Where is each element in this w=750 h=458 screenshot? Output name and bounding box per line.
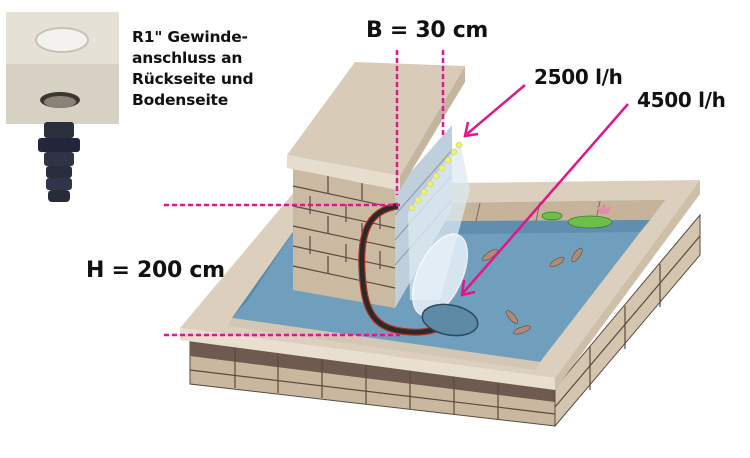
koi-fish <box>482 247 583 335</box>
connector-photo <box>6 12 119 202</box>
connector-note-line: Rückseite und <box>132 70 254 88</box>
connector-note: R1" Gewinde- anschluss an Rückseite und … <box>132 27 254 111</box>
stone-pillar <box>287 62 465 308</box>
connector-note-line: Bodenseite <box>132 91 229 109</box>
outlet-flow-rate-label: 2500 l/h <box>534 65 623 89</box>
water-curtain <box>408 141 470 317</box>
connector-note-line: R1" Gewinde- <box>132 28 248 46</box>
connector-note-line: anschluss an <box>132 49 243 67</box>
lily-pads <box>541 203 613 229</box>
width-dimension-label: B = 30 cm <box>366 18 489 43</box>
pump-hose <box>358 202 479 337</box>
annotation-lines <box>164 50 629 337</box>
pump-flow-rate-label: 4500 l/h <box>637 88 726 112</box>
height-dimension-label: H = 200 cm <box>86 258 225 283</box>
